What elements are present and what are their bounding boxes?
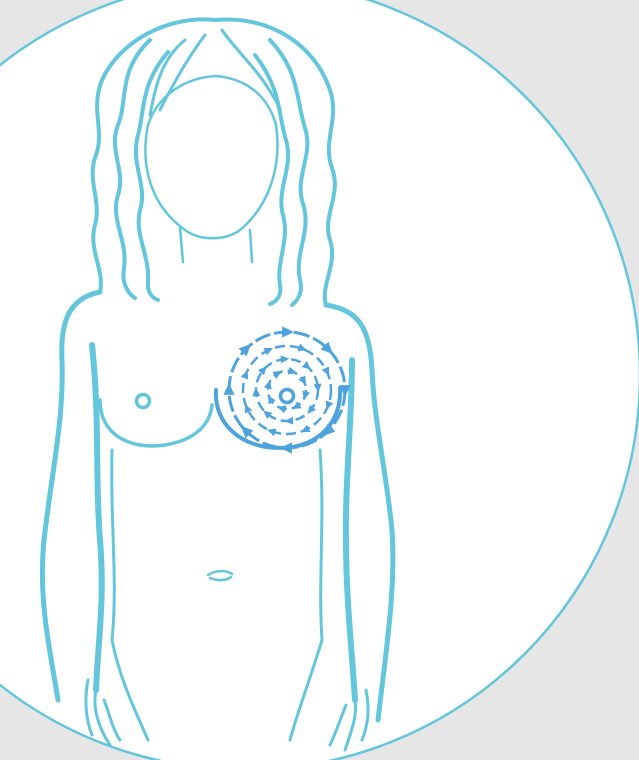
waist-right [320, 450, 322, 640]
